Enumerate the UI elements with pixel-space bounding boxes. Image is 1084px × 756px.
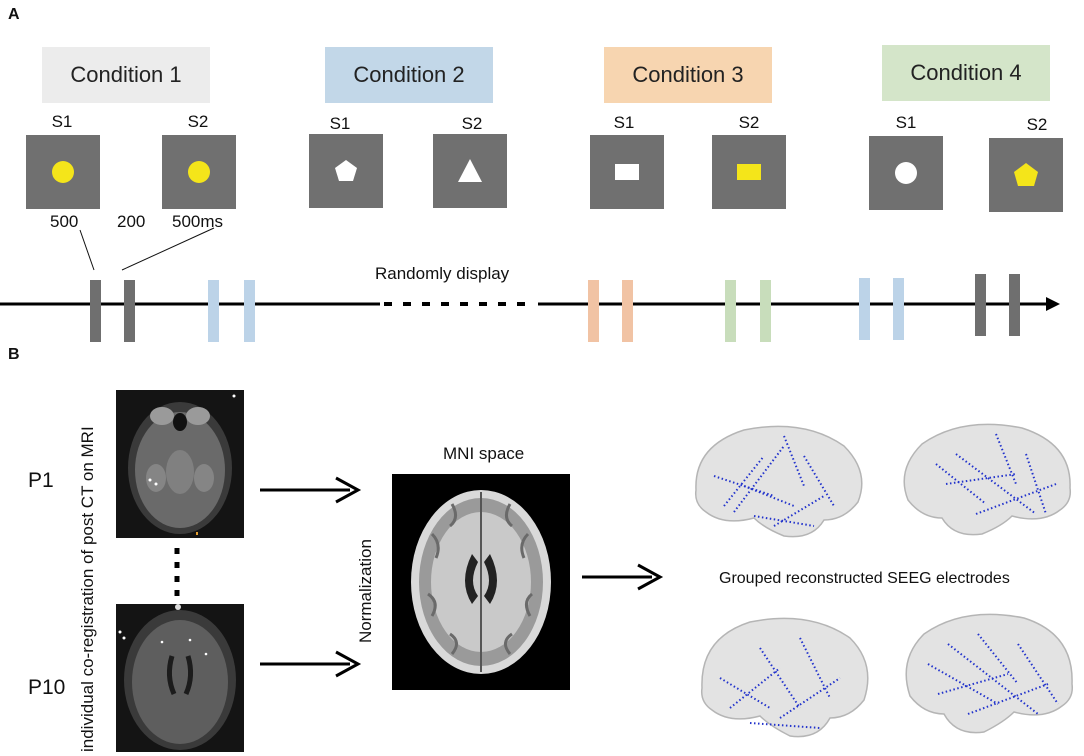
yellow-rectangle-icon [737,164,761,180]
brain-left-lateral-bottom [700,617,869,738]
cond4-s1-stimulus [869,136,943,210]
cond3-s1-label: S1 [613,113,635,132]
timeline-bar [90,280,101,342]
yellow-circle-icon [52,161,74,183]
cond2-s2-stimulus [433,134,507,208]
condition-1-box: Condition 1 [42,47,210,103]
p10-ct-mri-scan [116,604,244,752]
cond4-s2-label: S2 [1026,115,1048,134]
timeline-bar [208,280,219,342]
white-triangle-icon [458,159,482,182]
cond1-s2-label: S2 [187,112,209,131]
cond4-s1-label: S1 [895,113,917,132]
panel-a-letter: A [8,6,20,23]
white-pentagon-icon [335,160,357,181]
condition-3-box: Condition 3 [604,47,772,103]
normalization-label: Normalization [356,539,375,643]
subject-p10-label: P10 [28,676,66,699]
condition-4-label: Condition 4 [910,60,1022,85]
cond2-s1-stimulus [309,134,383,208]
timeline-bar [1009,274,1020,336]
cond2-s1-label: S1 [329,114,351,133]
condition-4-box: Condition 4 [882,45,1050,101]
timeline-bar [244,280,255,342]
brain-left-lateral-top [694,425,863,538]
timing-pointer-s1 [79,229,95,271]
timeline-bar [588,280,599,342]
cond2-s2-label: S2 [461,114,483,133]
cond3-s2-stimulus [712,135,786,209]
timeline-bar [893,278,904,340]
p1-ct-mri-scan [116,390,244,538]
mni-space-label: MNI space [443,444,525,463]
grouped-electrodes-label: Grouped reconstructed SEEG electrodes [719,570,1010,587]
cond3-s1-stimulus [590,135,664,209]
timeline-bar [124,280,135,342]
timing-s2: 500ms [172,212,224,231]
cond1-s2-stimulus [162,135,236,209]
timeline-label: Randomly display [375,264,510,283]
timing-pointer-s2 [121,227,215,271]
cond3-s2-label: S2 [738,113,760,132]
yellow-circle-icon [188,161,210,183]
timeline-bar [975,274,986,336]
timeline-arrowhead [1046,297,1060,311]
panel-b-letter: B [8,346,20,363]
timeline-bar [760,280,771,342]
condition-2-label: Condition 2 [353,62,465,87]
timeline [0,227,1060,342]
condition-3-label: Condition 3 [632,62,744,87]
white-circle-icon [895,162,917,184]
cond1-s1-stimulus [26,135,100,209]
condition-1-label: Condition 1 [70,62,182,87]
white-rectangle-icon [615,164,639,180]
subject-p1-label: P1 [28,469,54,492]
yellow-pentagon-icon [1014,163,1038,186]
cond4-s2-stimulus [989,138,1063,212]
brain-right-lateral-bottom [905,613,1074,734]
timing-s1: 500 [50,212,79,231]
condition-2-box: Condition 2 [325,47,493,103]
timing-gap: 200 [117,212,146,231]
brain-right-lateral-top [903,423,1072,536]
cond1-s1-label: S1 [51,112,73,131]
mni-brain-template [392,474,570,690]
timeline-bar [859,278,870,340]
timeline-bar [622,280,633,342]
timeline-bar [725,280,736,342]
